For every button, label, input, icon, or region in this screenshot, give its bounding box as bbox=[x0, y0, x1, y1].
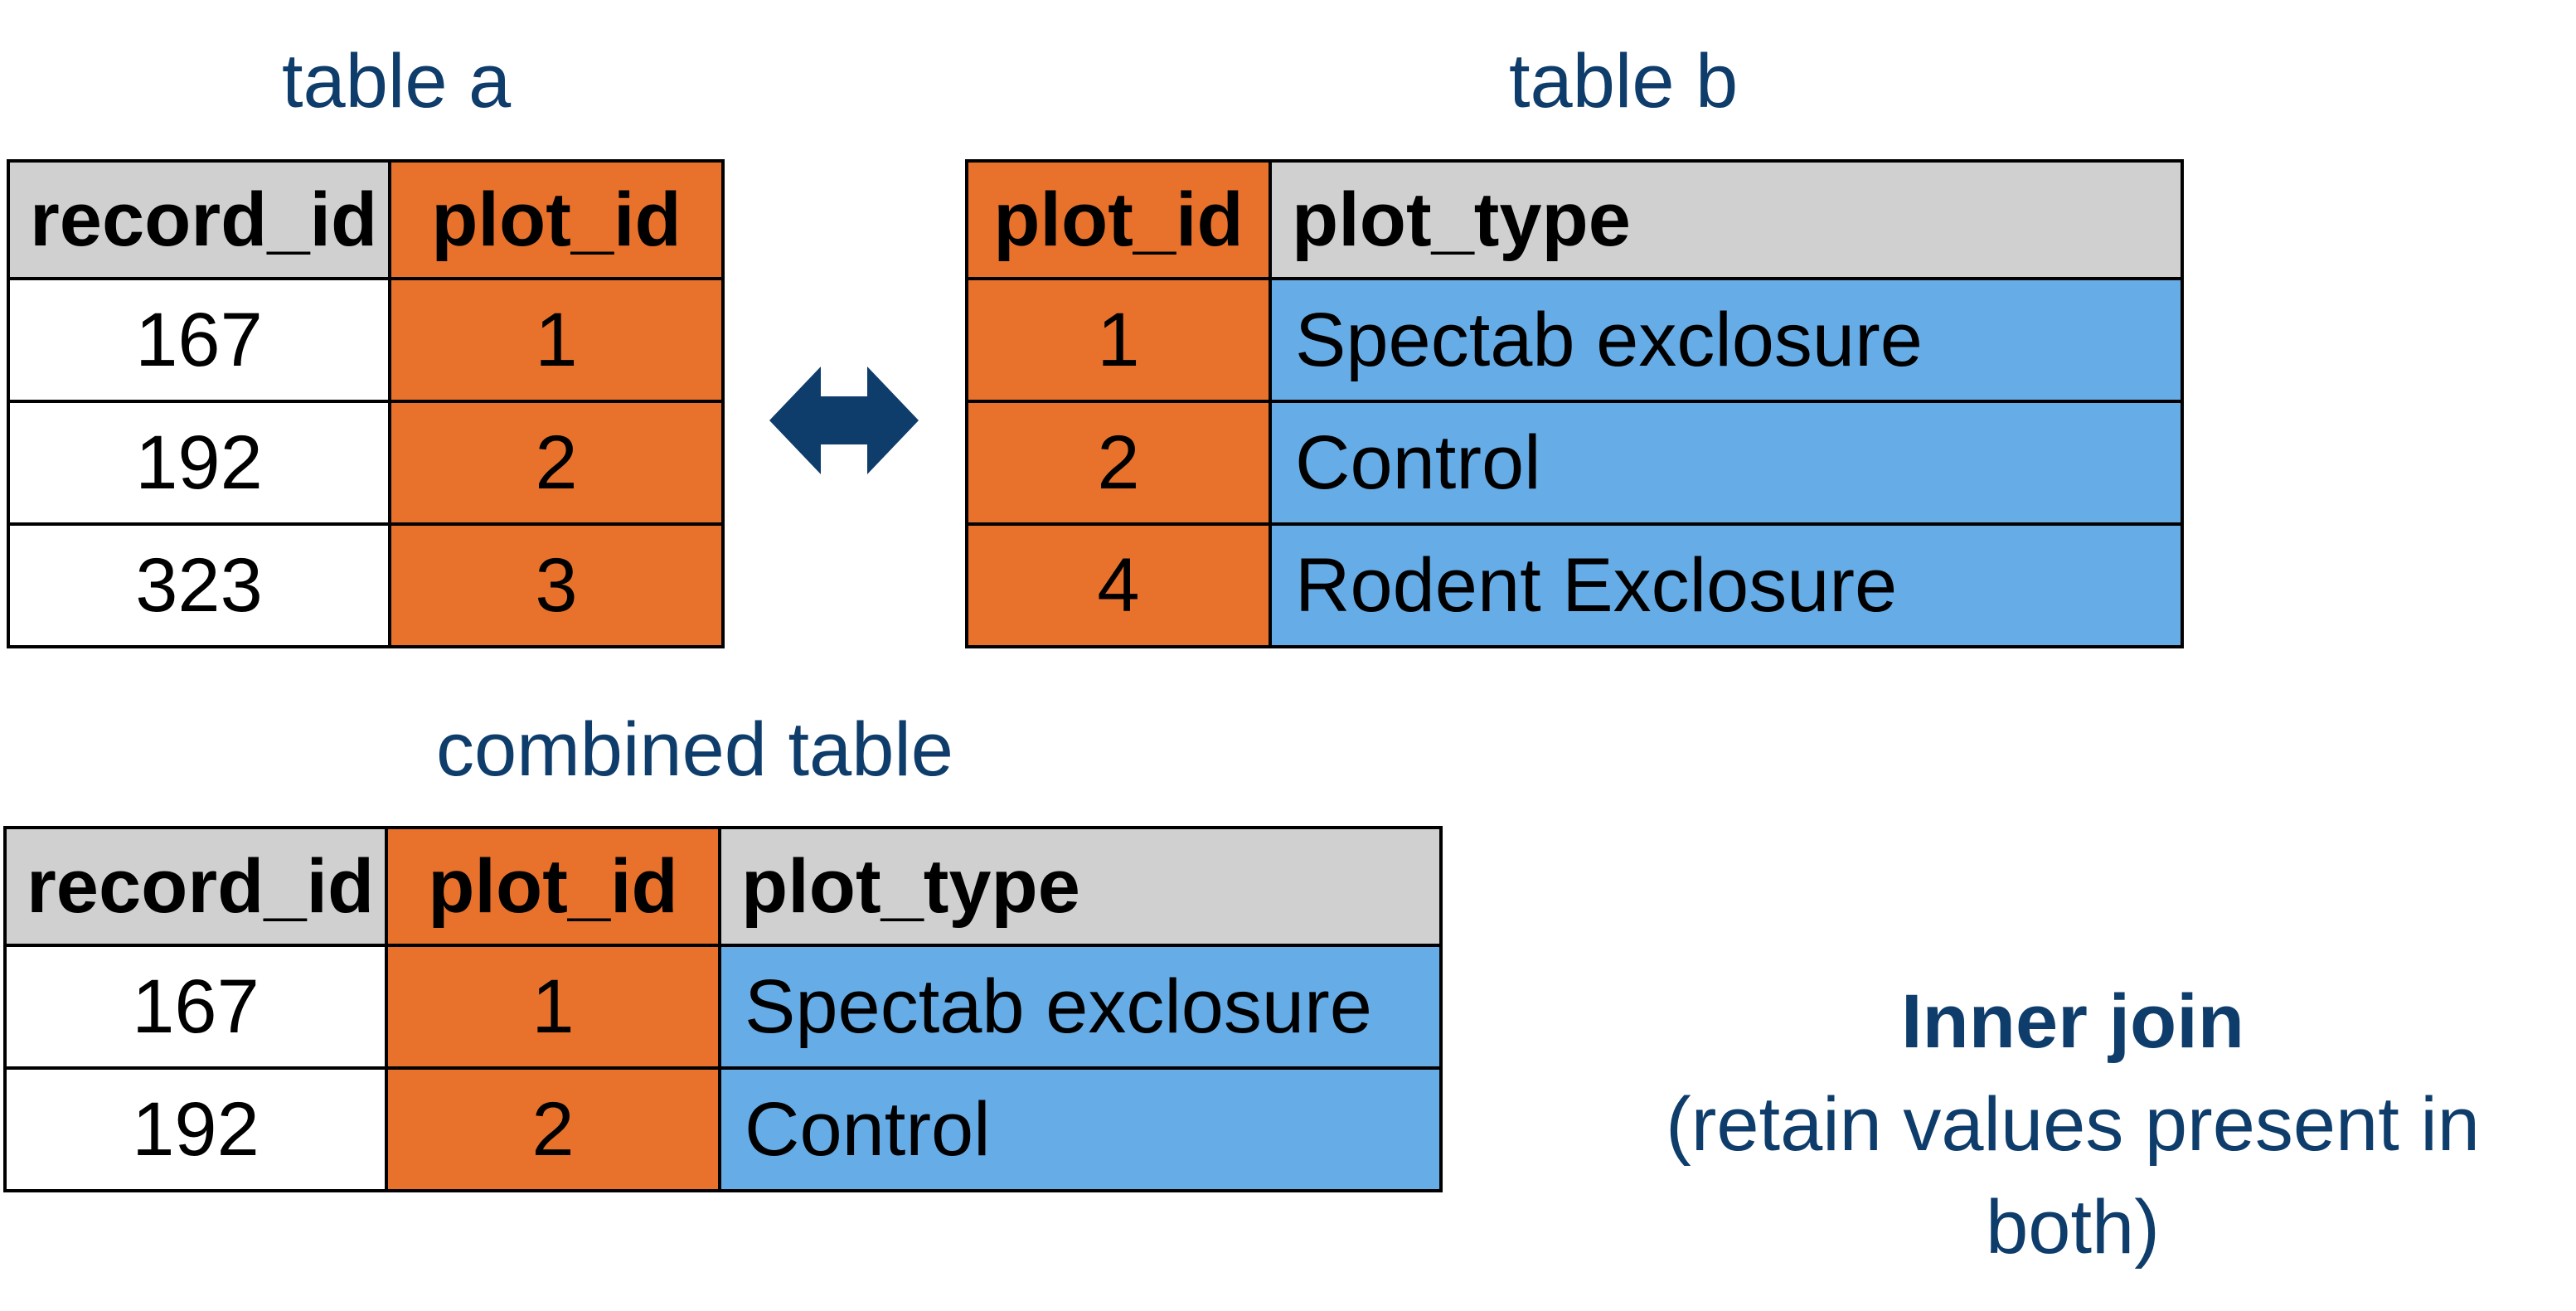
table-a-cell: 167 bbox=[7, 277, 391, 403]
join-type-description: (retain values present in both) bbox=[1666, 1082, 2480, 1270]
table-a: record_id plot_id 167 1 192 2 323 3 bbox=[7, 159, 725, 648]
table-a-header-plot-id: plot_id bbox=[388, 159, 725, 280]
combined-table-title: combined table bbox=[436, 707, 953, 792]
table-b-header-row: plot_id plot_type bbox=[965, 159, 2184, 280]
table-row: 323 3 bbox=[7, 522, 725, 648]
table-b-cell: 4 bbox=[965, 522, 1272, 648]
table-row: 2 Control bbox=[965, 400, 2184, 526]
table-a-cell: 2 bbox=[388, 400, 725, 526]
combined-table: record_id plot_id plot_type 167 1 Specta… bbox=[3, 826, 1443, 1192]
combined-cell: 1 bbox=[385, 944, 721, 1070]
combined-header-row: record_id plot_id plot_type bbox=[3, 826, 1443, 947]
table-b-cell: Control bbox=[1269, 400, 2184, 526]
combined-cell: 192 bbox=[3, 1066, 388, 1192]
combined-header-plot-type: plot_type bbox=[718, 826, 1443, 947]
table-a-title: table a bbox=[282, 39, 512, 124]
combined-cell: Spectab exclosure bbox=[718, 944, 1443, 1070]
table-a-cell: 323 bbox=[7, 522, 391, 648]
table-a-cell: 192 bbox=[7, 400, 391, 526]
join-note: Inner join (retain values present in bot… bbox=[1600, 970, 2545, 1279]
table-row: 167 1 Spectab exclosure bbox=[3, 944, 1443, 1070]
table-row: 192 2 bbox=[7, 400, 725, 526]
combined-header-record-id: record_id bbox=[3, 826, 388, 947]
table-row: 167 1 bbox=[7, 277, 725, 403]
table-b-header-plot-id: plot_id bbox=[965, 159, 1272, 280]
double-headed-arrow-icon bbox=[769, 367, 919, 474]
table-b-cell: Rodent Exclosure bbox=[1269, 522, 2184, 648]
table-row: 1 Spectab exclosure bbox=[965, 277, 2184, 403]
combined-cell: 167 bbox=[3, 944, 388, 1070]
table-b-cell: 1 bbox=[965, 277, 1272, 403]
table-b-cell: Spectab exclosure bbox=[1269, 277, 2184, 403]
table-b-cell: 2 bbox=[965, 400, 1272, 526]
combined-cell: Control bbox=[718, 1066, 1443, 1192]
join-type-heading: Inner join bbox=[1901, 979, 2244, 1064]
table-a-header-row: record_id plot_id bbox=[7, 159, 725, 280]
table-a-cell: 3 bbox=[388, 522, 725, 648]
combined-header-plot-id: plot_id bbox=[385, 826, 721, 947]
table-b-title: table b bbox=[1509, 39, 1739, 124]
table-row: 192 2 Control bbox=[3, 1066, 1443, 1192]
table-b-header-plot-type: plot_type bbox=[1269, 159, 2184, 280]
table-a-header-record-id: record_id bbox=[7, 159, 391, 280]
combined-cell: 2 bbox=[385, 1066, 721, 1192]
table-row: 4 Rodent Exclosure bbox=[965, 522, 2184, 648]
table-b: plot_id plot_type 1 Spectab exclosure 2 … bbox=[965, 159, 2184, 648]
table-a-cell: 1 bbox=[388, 277, 725, 403]
